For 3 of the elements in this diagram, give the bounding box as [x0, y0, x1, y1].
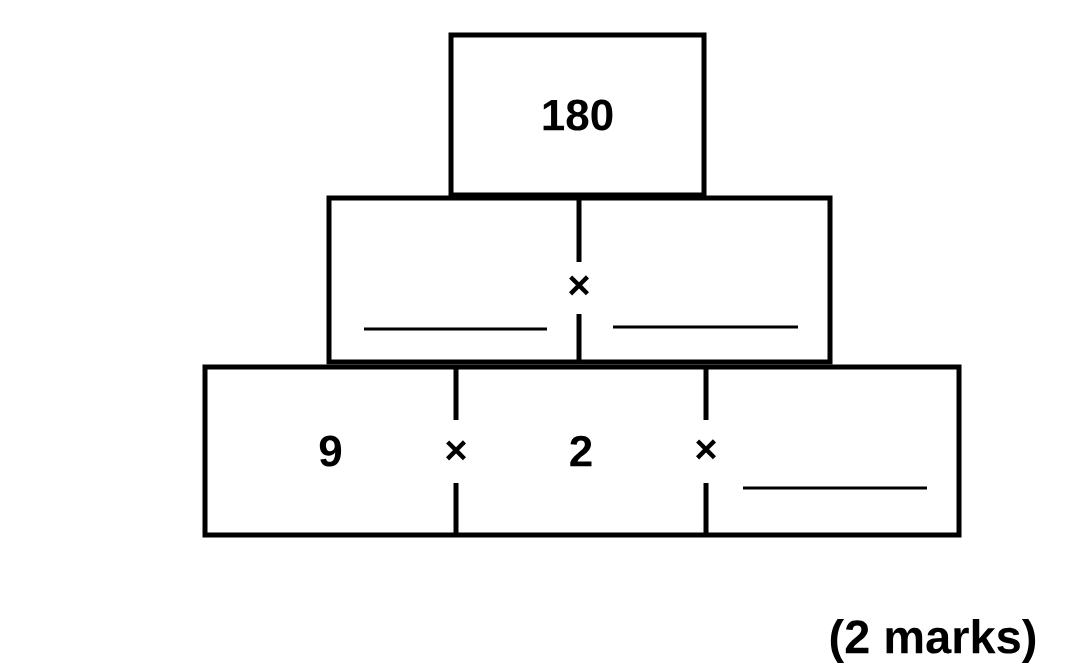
operator-sign: × [569, 275, 589, 296]
marks-note: (2 marks) [830, 619, 1036, 663]
pyramid-cell: 180 [448, 32, 707, 198]
